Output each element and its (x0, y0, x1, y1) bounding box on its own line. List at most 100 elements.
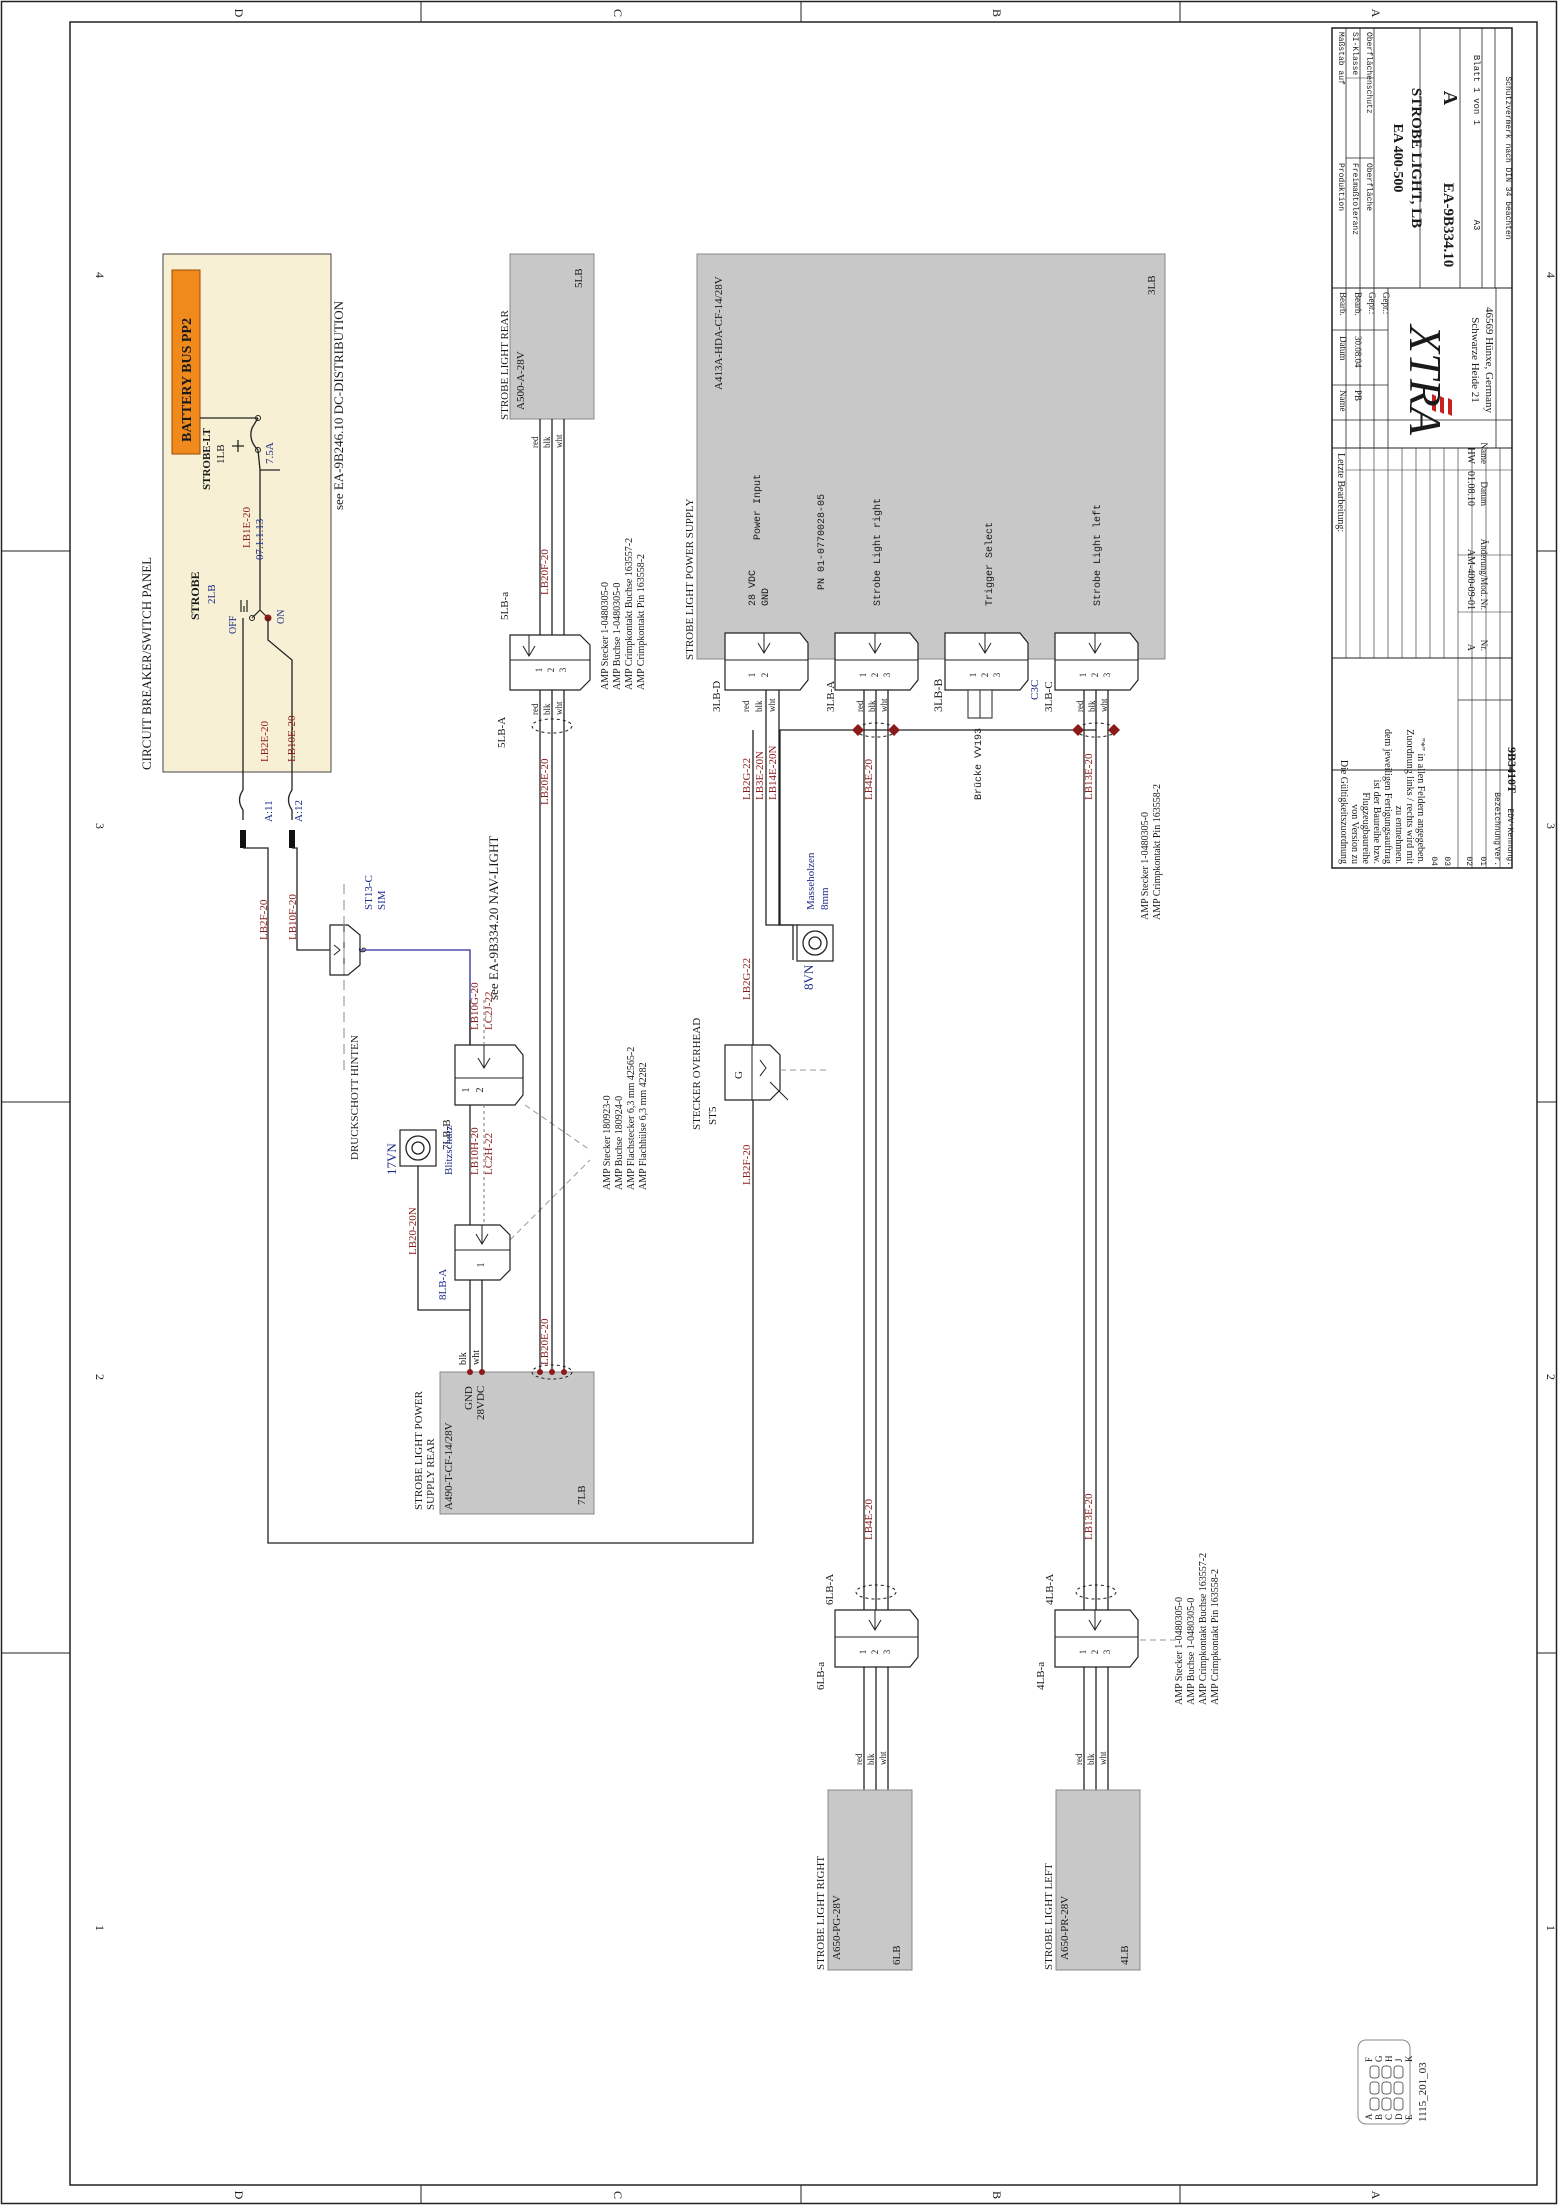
svg-text:blk: blk (542, 436, 552, 448)
svg-text:AMP Stecker 1-0480305-0: AMP Stecker 1-0480305-0 (1140, 812, 1151, 920)
svg-text:blk: blk (1087, 700, 1097, 712)
strobe-rear-id: 5LB (573, 268, 585, 288)
zone-left-3: 3 (93, 823, 107, 829)
company-name: XTRA (1400, 323, 1451, 436)
svg-text:wht: wht (554, 434, 564, 448)
pin-a11: A:11 (263, 800, 275, 822)
zone-bottom-a: A (1369, 2191, 1383, 2200)
svg-text:AMP Crimpkontakt Pin 163558-2: AMP Crimpkontakt Pin 163558-2 (1152, 784, 1163, 920)
svg-text:3: 3 (1102, 1649, 1112, 1654)
ground-8vn-size: 8mm (819, 887, 831, 910)
rev-row-mod: AM-400-09-01 (1465, 549, 1476, 610)
conn-3lb-d-label: 3LB-D (711, 681, 723, 712)
connector-4lb: 1 2 3 4LB-A 4LB-a red blk wht (1035, 1574, 1180, 1790)
svg-text:2: 2 (1090, 1650, 1100, 1655)
svg-text:LC2J-22: LC2J-22 (483, 992, 495, 1031)
strobe-right-title: STROBE LIGHT RIGHT (815, 1856, 827, 1970)
zone-bottom-c: C (611, 2191, 625, 2199)
st13-connector: 6 ST13-C SIM (329, 875, 471, 1045)
conn-8lb-a-label: 8LB-A (437, 1269, 449, 1300)
strobe-right-6lb: STROBE LIGHT RIGHT A650-PG-28V 6LB (815, 1789, 913, 1971)
svg-text:wht: wht (1099, 698, 1109, 712)
zone-top-c: C (611, 9, 625, 17)
panel-connector-pins: A:11 A:12 (238, 772, 305, 848)
svg-text:dem jeweiligen Fertigungsauftr: dem jeweiligen Fertigungsauftrag (1382, 729, 1393, 864)
svg-text:D: D (1394, 2113, 1404, 2120)
ground-17vn-id: 17VN (384, 1143, 399, 1175)
legend-code: 1115_201_03 (1417, 2062, 1429, 2122)
connector-3lb-b: 1 2 3 3LB-B C3C Brücke VV193 (931, 632, 1041, 800)
bridge-label: Brücke VV193 (973, 728, 985, 800)
psu-main-pn: PN 01-0770028-05 (817, 494, 828, 590)
svg-text:Oberflächenschutz: Oberflächenschutz (1364, 32, 1373, 114)
ground-8vn: Masseholzen 8mm 8VN (796, 852, 834, 990)
switch-id: 2LB (206, 584, 218, 604)
svg-text:3: 3 (558, 667, 568, 672)
breaker-name: STROBE-LT (201, 427, 213, 490)
wire-lb10f: LB10F-20 (287, 894, 299, 940)
plug-6lb-a-upper: 6LB-A (824, 1574, 836, 1605)
connector-8lb-a: 1 8LB-A (437, 1224, 511, 1372)
ground-17vn: 17VN Blitzschutz LB20-20N (384, 1125, 470, 1311)
conn-3lb-a-label: 3LB-A (825, 681, 837, 712)
svg-text:H: H (1384, 2055, 1394, 2062)
svg-text:3: 3 (882, 672, 892, 677)
ground-8vn-id: 8VN (801, 964, 816, 990)
svg-text:von Version zu: von Version zu (1349, 804, 1360, 864)
svg-text:3: 3 (1102, 672, 1112, 677)
svg-text:K: K (1404, 2055, 1414, 2062)
connector-3lb-a: 1 2 3 3LB-A red blk wht LB4E-20 LB4E-20 (825, 632, 919, 1610)
switch-on: ON (276, 610, 287, 624)
switch-name: STROBE (188, 571, 202, 620)
svg-text:1: 1 (968, 673, 978, 678)
svg-text:A: A (1364, 2113, 1374, 2120)
rev-header-mod: Änderung/Mod. Nr. (1479, 539, 1489, 610)
wire-lb20e-lower: LB20E-20 (539, 1318, 551, 1365)
connector-7lb-b: 1 2 7LB-B LB10G-20 LC2J-22 LB10H-20 LC2H… (441, 982, 591, 1241)
rev-row-nr: A (1465, 644, 1476, 652)
svg-text:G: G (1374, 2055, 1384, 2062)
zone-right-3: 3 (1544, 823, 1558, 829)
svg-text:Freimaßtoleranz: Freimaßtoleranz (1350, 163, 1359, 235)
svg-text:01: 01 (1478, 856, 1487, 866)
svg-text:wht: wht (878, 1751, 888, 1765)
svg-text:03: 03 (1442, 856, 1451, 866)
svg-text:2: 2 (870, 673, 880, 678)
wire-lb20e-upper: LB20E-20 (539, 758, 551, 805)
psu-main-notes: AMP Stecker 1-0480305-0 AMP Crimpkontakt… (1140, 784, 1163, 920)
zone-right-4: 4 (1544, 272, 1558, 278)
svg-text:Flugzeugbaureihe: Flugzeugbaureihe (1360, 792, 1371, 864)
battery-bus-bar (171, 269, 201, 455)
ground-17vn-label: Blitzschutz (443, 1125, 455, 1175)
psu-main-strobe-right: Strobe Light right (872, 498, 884, 606)
wire-lb4e-upper: LB4E-20 (863, 759, 875, 800)
title-block: Maßstab auf Produktion SI-Klasse Freimaß… (1331, 27, 1519, 869)
svg-text:wht: wht (767, 698, 777, 712)
svg-text:red: red (854, 1753, 864, 1765)
wire-lb3e-20n: LB3E-20N (754, 751, 766, 800)
svg-text:AMP Stecker 180923-0: AMP Stecker 180923-0 (602, 1095, 613, 1190)
svg-text:1: 1 (534, 668, 544, 673)
svg-text:AMP Buchse 1-0480305-0: AMP Buchse 1-0480305-0 (1186, 1598, 1197, 1705)
conn-3lb-b-label: 3LB-B (931, 679, 945, 712)
gepr2-label: Gepr.: (1381, 292, 1391, 314)
zone-right-2: 2 (1544, 1374, 1558, 1380)
pin-a12: A:12 (293, 800, 305, 822)
svg-text:2: 2 (980, 673, 990, 678)
psu-rear-id: 7LB (576, 1485, 588, 1505)
svg-text:E: E (1404, 2114, 1414, 2120)
title-meta-labels: Maßstab auf Produktion SI-Klasse Freimaß… (1336, 32, 1373, 235)
address-line2: 46569 Hünxe, Germany (1483, 307, 1495, 414)
left-wiring (243, 847, 754, 1544)
connector-6lb: 1 2 3 6LB-A 6LB-a red blk wht (815, 1574, 919, 1790)
svg-text:AMP Crimpkontakt Buchse 163557: AMP Crimpkontakt Buchse 163557-2 (624, 538, 635, 690)
svg-text:blk: blk (866, 1753, 876, 1765)
svg-text:Oberfläche: Oberfläche (1364, 163, 1373, 211)
panel-title: CIRCUIT BREAKER/SWITCH PANEL (139, 557, 154, 770)
psu-main-28vdc: 28 VDC (748, 570, 759, 606)
conn-3lb-c-label: 3LB-C (1043, 681, 1055, 712)
svg-text:2: 2 (870, 1650, 880, 1655)
svg-text:1: 1 (461, 1088, 472, 1093)
